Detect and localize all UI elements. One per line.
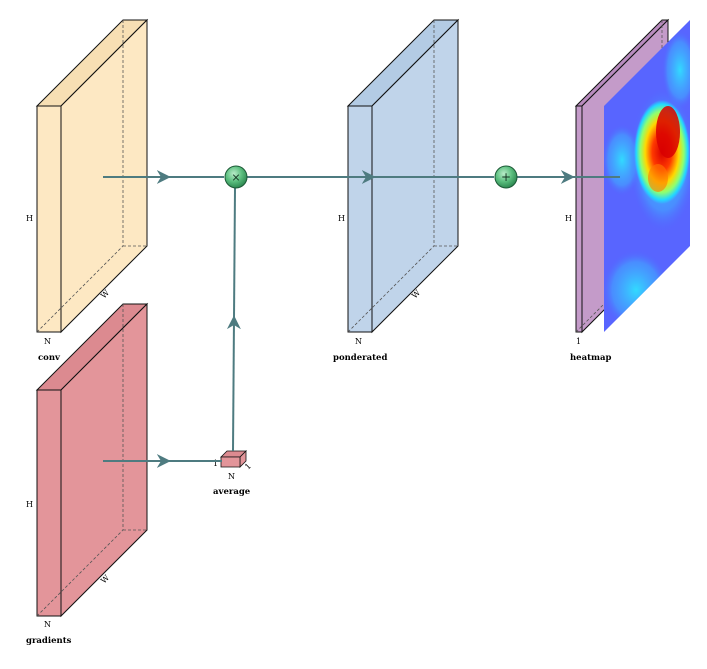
ponderated-front-face <box>347 105 373 333</box>
average-block: 1 1 N average <box>213 450 253 497</box>
ponderated-height-label: H <box>338 214 345 223</box>
multiply-operator: × <box>224 165 248 189</box>
average-front-face <box>220 456 241 468</box>
gradients-height-label: H <box>26 500 33 509</box>
multiply-icon: × <box>231 171 240 184</box>
average-depth-label: N <box>228 472 235 481</box>
conv-depth-label: N <box>44 337 51 346</box>
ponderated-caption: ponderated <box>333 353 387 363</box>
gradients-block: H W N gradients <box>26 302 149 646</box>
arrow-average-to-multiply <box>226 315 241 452</box>
heatmap-image <box>604 20 690 332</box>
average-width-label: 1 <box>243 461 253 471</box>
gradients-caption: gradients <box>26 636 72 646</box>
heatmap-depth-label: 1 <box>576 337 581 346</box>
ponderated-depth-label: N <box>355 337 362 346</box>
conv-caption: conv <box>38 353 61 363</box>
line-average-multiply-tail <box>233 187 236 319</box>
conv-front-face <box>36 105 62 333</box>
gradients-depth-label: N <box>44 620 51 629</box>
average-caption: average <box>213 487 251 497</box>
heatmap-front-face <box>575 105 583 333</box>
gradients-front-face <box>36 389 62 617</box>
conv-height-label: H <box>26 214 33 223</box>
ponderated-block: H W N ponderated <box>333 18 460 363</box>
heatmap-caption: heatmap <box>570 353 612 363</box>
average-height-label: 1 <box>213 459 218 468</box>
heatmap-height-label: H <box>565 214 572 223</box>
sum-operator: + <box>494 165 518 189</box>
sum-icon: + <box>501 170 511 184</box>
connections <box>103 170 620 468</box>
